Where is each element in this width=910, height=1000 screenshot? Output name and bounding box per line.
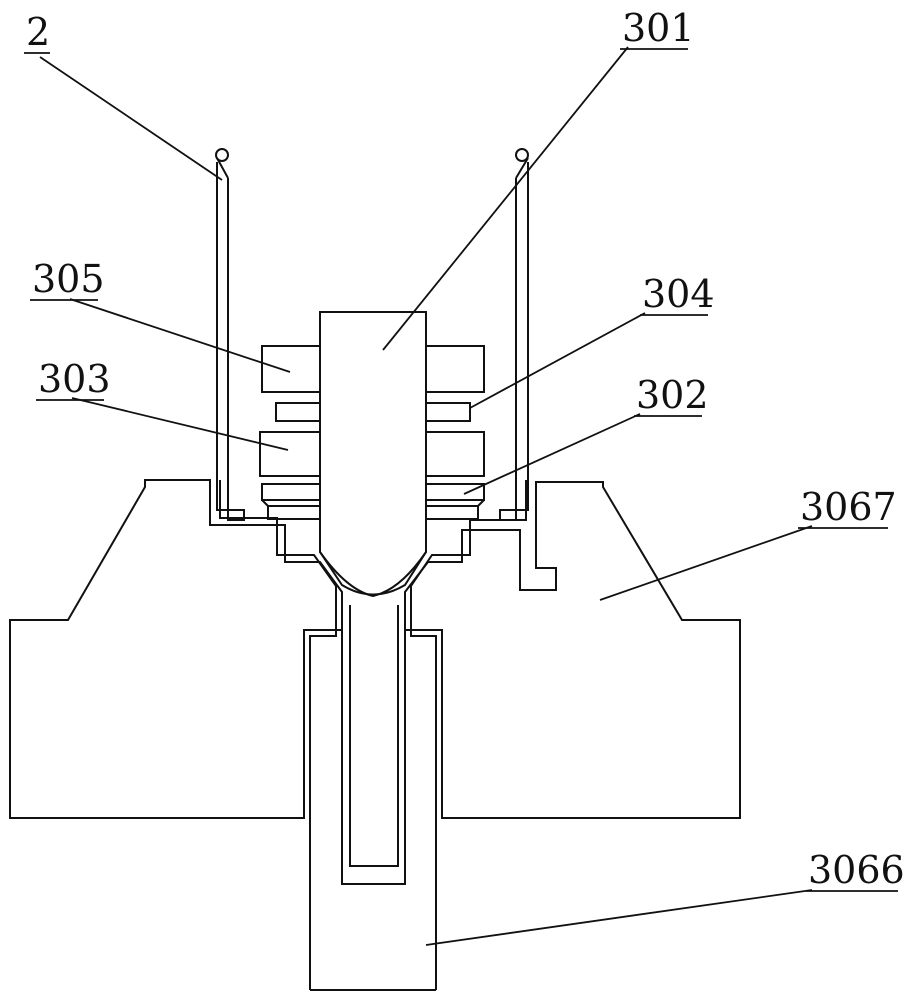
inner-channel-outer [341, 600, 406, 885]
cavity-wall-right [410, 480, 527, 990]
nozzle-funnel [319, 551, 427, 596]
leader-3066 [425, 889, 813, 946]
label-305: 305 [30, 257, 105, 301]
svg-text:304: 304 [642, 272, 715, 316]
rod-2-left-tip [215, 148, 229, 162]
plate-304-right [425, 402, 471, 422]
leader-304 [469, 312, 646, 409]
svg-text:302: 302 [636, 373, 709, 417]
label-303: 303 [36, 357, 111, 401]
label-302: 302 [634, 373, 709, 417]
block-303-right [425, 431, 485, 477]
ring-302-left-top [261, 483, 321, 501]
leader-303 [71, 397, 289, 451]
ring-302-right-top [425, 483, 485, 501]
label-2: 2 [24, 10, 50, 54]
rod-2-right-tip-join [515, 157, 529, 179]
rod-2-left-tip-join [216, 157, 229, 179]
ring-302-right-gap [477, 499, 485, 507]
svg-text:305: 305 [32, 257, 105, 301]
svg-text:3066: 3066 [808, 848, 905, 892]
label-304: 304 [640, 272, 715, 316]
svg-text:2: 2 [26, 10, 50, 54]
leader-2 [39, 56, 223, 181]
cavity-wall-left [219, 480, 337, 990]
label-3067: 3067 [798, 485, 897, 529]
rod-2-right-tip [515, 148, 529, 162]
ring-302-left-bottom [267, 505, 321, 520]
ring-302-right-bottom [425, 505, 479, 520]
leader-302 [463, 413, 641, 495]
svg-text:3067: 3067 [800, 485, 897, 529]
block-305-left [261, 345, 321, 393]
ring-302-left-gap [261, 499, 269, 507]
central-column-301 [319, 311, 427, 598]
label-301: 301 [620, 6, 695, 50]
rod-2-right [499, 162, 529, 521]
block-305-right [425, 345, 485, 393]
leader-3067 [599, 525, 813, 601]
leader-301 [382, 46, 629, 351]
housing-3067 [9, 479, 343, 819]
svg-text:303: 303 [38, 357, 111, 401]
svg-text:301: 301 [622, 6, 695, 50]
housing-3067-right [404, 481, 741, 819]
plate-304-left [275, 402, 321, 422]
inner-channel-inner [349, 605, 399, 867]
label-3066: 3066 [806, 848, 905, 892]
rod-2-left [216, 162, 245, 521]
leader-305 [69, 298, 291, 373]
block-303-left [259, 431, 321, 477]
